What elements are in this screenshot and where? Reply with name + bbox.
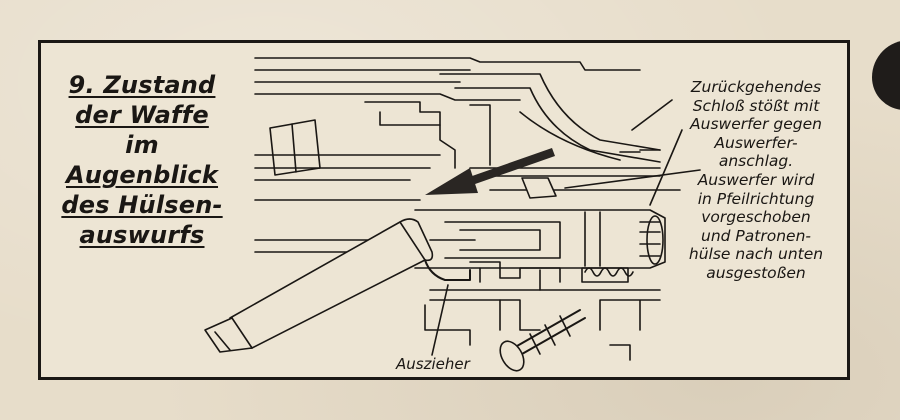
title-line-4: Augenblick [65,161,219,189]
title-line-6: auswurfs [79,221,205,249]
figure-title: 9. Zustand der Waffe im Augenblick des H… [52,70,232,250]
figure-frame [38,40,850,380]
annotation-line-3: Auswerfer gegen [690,115,822,134]
annotation-line-11: ausgestoßen [706,263,806,282]
annotation-line-2: Schloß stößt mit [692,96,820,115]
title-line-1: 9. Zustand [68,71,216,99]
annotation-line-7: in Pfeilrichtung [697,189,815,208]
title-line-2: der Waffe [75,101,209,129]
annotation-line-4: Auswerfer- [714,133,798,152]
annotation-line-1: Zurückgehendes [690,78,822,96]
annotation-line-8: vorgeschoben [701,208,811,227]
title-line-3: im [125,131,159,159]
annotation-line-10: hülse nach unten [688,245,824,264]
pfeilrichtung-arrow [425,148,555,195]
annotation-line-9: und Patronen- [701,226,811,245]
annotation-line-5: anschlag. [718,152,794,171]
annotation-line-6: Auswerfer wird [697,170,815,189]
annotation-text: Zurückgehendes Schloß stößt mit Auswerfe… [672,78,840,283]
title-line-5: des Hülsen- [61,191,223,219]
auszieher-label: Auszieher [396,355,470,373]
